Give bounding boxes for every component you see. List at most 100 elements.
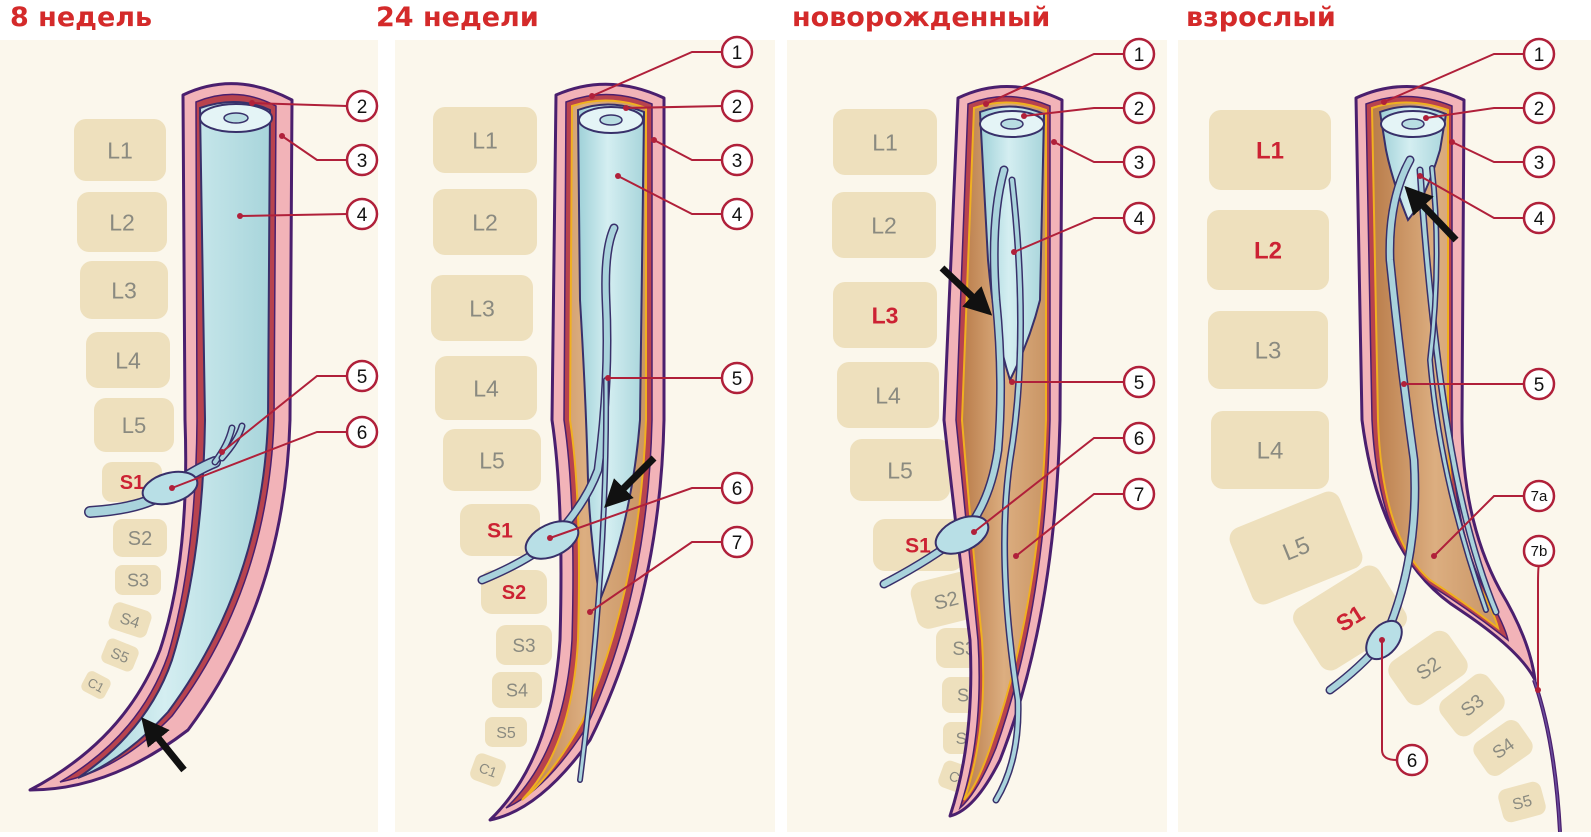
panel-title-newborn: новорожденный [792,2,1050,33]
vertebra-label: L4 [875,382,901,408]
callout-anchor-dot [547,535,553,541]
callout-number: 5 [732,369,743,390]
vertebra-label: S3 [127,570,149,590]
vertebra: L2 [832,192,936,258]
vertebra: L5 [94,398,174,452]
callout-anchor-dot [1379,637,1385,643]
vertebra-label: L1 [872,129,898,155]
callout-number: 5 [1534,375,1545,396]
vertebra-label: L5 [479,447,505,473]
vertebra: S4 [492,672,542,708]
callout-anchor-dot [1381,99,1387,105]
vertebra: L1 [1209,110,1331,190]
vertebra-label: L2 [472,209,498,235]
vertebra: L1 [433,107,537,173]
callout-anchor-dot [589,93,595,99]
central-canal [1402,119,1424,129]
callout-line [1538,566,1539,690]
callout-anchor-dot [1423,115,1429,121]
callout-anchor-dot [971,529,977,535]
vertebra: L4 [435,356,537,420]
vertebra-label: L5 [887,457,913,483]
vertebra: L5 [443,429,541,491]
vertebra: L3 [1208,311,1328,389]
vertebra: L4 [86,332,170,388]
callout-number: 4 [1134,209,1145,230]
vertebra-label: S1 [120,472,144,494]
vertebra: L1 [833,109,937,175]
callout-anchor-dot [1051,139,1057,145]
vertebra-label: L2 [109,209,135,235]
vertebra-label: L4 [473,375,499,401]
callout-number: 7a [1531,488,1548,505]
callout-number: 6 [1407,751,1418,772]
vertebra-label: L3 [872,302,899,328]
callout-number: 1 [1134,45,1145,66]
central-canal [224,113,248,123]
vertebra-label: S2 [128,528,152,550]
panel-title-8-weeks: 8 недель [10,2,152,33]
callout-number: 3 [1134,153,1145,174]
callout-anchor-dot [1431,553,1437,559]
callout-anchor-dot [587,609,593,615]
callout-anchor-dot [623,105,629,111]
callout-number: 6 [357,423,368,444]
vertebra-label: L4 [115,347,141,373]
vertebra: L3 [80,261,168,319]
vertebra-label: S1 [487,520,513,543]
callout-number: 5 [1134,373,1145,394]
callout-number: 1 [1534,45,1545,66]
vertebra: L1 [74,119,166,181]
callout-number: 1 [732,43,743,64]
callout-anchor-dot [1449,139,1455,145]
vertebra: S2 [113,519,167,557]
vertebra-label: L3 [1255,338,1282,365]
callout-number: 4 [357,205,368,226]
callout-number: 2 [357,97,368,118]
callout-number: 7 [732,533,743,554]
vertebra-label: L1 [472,127,498,153]
vertebra-label: L5 [122,413,146,438]
vertebra-label: L4 [1257,438,1284,465]
vertebra: L4 [837,362,939,428]
callout-anchor-dot [1011,249,1017,255]
vertebra: S3 [115,565,161,595]
panel-title-24-weeks: 24 недели [376,2,539,33]
callout-number: 3 [732,151,743,172]
callout-number: 6 [1134,429,1145,450]
callout-anchor-dot [1021,113,1027,119]
vertebra-label: S3 [512,636,535,657]
callout-number: 3 [357,151,368,172]
vertebra: L3 [833,282,937,348]
callout-anchor-dot [169,485,175,491]
central-canal [600,115,622,125]
callout-anchor-dot [983,101,989,107]
central-canal [1001,119,1023,129]
callout-anchor-dot [249,100,255,106]
callout-anchor-dot [1009,379,1015,385]
callout-number: 4 [1534,209,1545,230]
vertebra: L2 [433,189,537,255]
callout-anchor-dot [605,375,611,381]
vertebra: L5 [850,439,950,501]
callout-number: 7 [1134,485,1145,506]
callout-anchor-dot [615,173,621,179]
vertebra: L2 [77,192,167,252]
vertebra-label: L3 [469,295,495,321]
vertebra-label: L1 [107,137,133,163]
callout-number: 3 [1534,153,1545,174]
callout-number: 2 [732,97,743,118]
vertebra-label: S4 [506,680,528,700]
vertebra-label: L2 [871,212,897,238]
callout-anchor-dot [1013,553,1019,559]
callout-number: 6 [732,479,743,500]
callout-anchor-dot [651,137,657,143]
vertebra: L4 [1211,411,1329,489]
callout-anchor-dot [1401,381,1407,387]
callout-number: 7b [1531,543,1548,560]
vertebra-label: S2 [502,582,526,604]
vertebra-label: S5 [496,725,516,742]
vertebra: S5 [485,717,527,747]
